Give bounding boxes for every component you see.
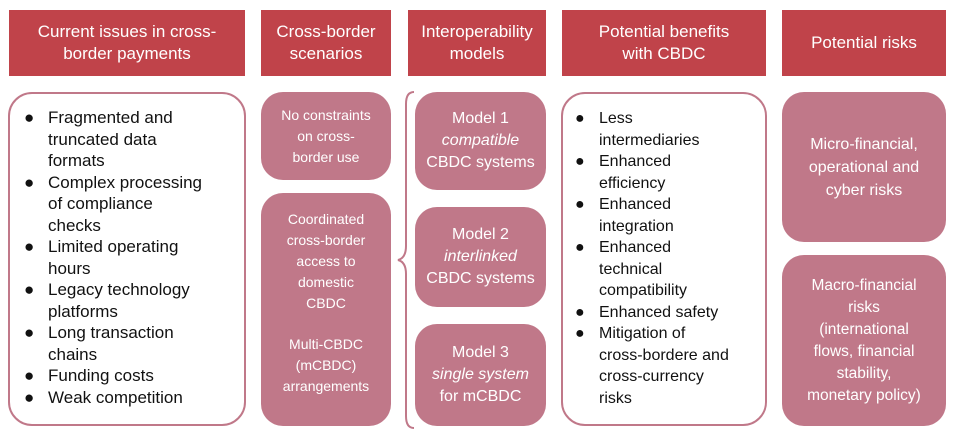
- bullet-icon: ●: [24, 366, 35, 385]
- model-3-box: Model 3 single system for mCBDC: [415, 324, 546, 426]
- header-potential-risks: Potential risks: [782, 10, 946, 76]
- bullet-icon: ●: [575, 239, 585, 256]
- bullet-icon: ●: [575, 196, 585, 213]
- scenario-no-constraints: No constraints on cross- border use: [261, 92, 391, 180]
- scenario-coordinated-access: Coordinated cross-border access to domes…: [261, 193, 391, 426]
- model-2-box: Model 2 interlinked CBDC systems: [415, 207, 546, 307]
- model-2-type: interlinked: [444, 248, 517, 265]
- bullet-icon: ●: [24, 323, 35, 342]
- model-3-type: single system: [432, 366, 529, 383]
- risk-macro-text: Macro-financial risks (international flo…: [807, 276, 921, 404]
- bullet-icon: ●: [575, 303, 585, 321]
- model-1-box: Model 1 compatible CBDC systems: [415, 92, 546, 190]
- model-3-title: Model 3: [452, 344, 509, 361]
- scenario-coordinated-text: Coordinated cross-border access to domes…: [286, 211, 366, 311]
- bullet-icon: ●: [24, 280, 35, 299]
- model-1-title: Model 1: [452, 110, 509, 127]
- risk-macro-financial: Macro-financial risks (international flo…: [782, 255, 946, 426]
- issue-item: ●Funding costs: [24, 366, 154, 385]
- bullet-icon: ●: [24, 108, 35, 127]
- bullet-icon: ●: [24, 237, 35, 256]
- issue-item: ●Weak competition: [24, 387, 183, 407]
- scenario-multi-cbdc-text: Multi-CBDC (mCBDC) arrangements: [282, 336, 370, 394]
- brace-path: [397, 91, 415, 429]
- brace-connector: [397, 91, 415, 429]
- model-3-tail: for mCBDC: [439, 388, 522, 405]
- risk-micro-text: Micro-financial, operational and cyber r…: [808, 135, 920, 199]
- header-current-issues: Current issues in cross-border payments: [9, 10, 245, 76]
- bullet-icon: ●: [24, 387, 35, 407]
- model-2-title: Model 2: [452, 226, 509, 243]
- model-1-type: compatible: [441, 132, 520, 149]
- model-2-tail: CBDC systems: [426, 270, 535, 287]
- bullet-icon: ●: [24, 172, 35, 192]
- risk-micro-financial: Micro-financial, operational and cyber r…: [782, 92, 946, 242]
- bullet-icon: ●: [575, 153, 585, 170]
- bullet-icon: ●: [575, 325, 585, 342]
- benefit-item: ●Enhanced safety: [567, 302, 761, 324]
- scenario-no-constraints-text: No constraints on cross- border use: [281, 106, 371, 165]
- bullet-icon: ●: [575, 110, 585, 127]
- model-1-tail: CBDC systems: [426, 154, 535, 171]
